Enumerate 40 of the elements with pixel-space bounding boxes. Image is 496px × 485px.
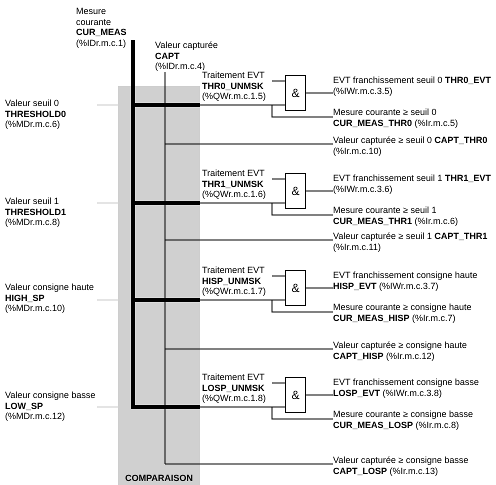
connector-line	[96, 202, 118, 204]
connector-line	[164, 72, 166, 86]
comparison-block	[118, 86, 200, 485]
connector-line	[96, 406, 118, 408]
output-label: Mesure courante ≥ seuil 0 CUR_MEAS_THR0 (%Ir.m.c.5)	[333, 107, 493, 128]
input-label: Valeur capturée CAPT (%IDr.m.c.4)	[155, 40, 225, 72]
connector-line	[200, 104, 334, 118]
output-label: EVT franchissement seuil 1 THR1_EVT (%IWr.m.c.3.6)	[333, 173, 493, 194]
output-label: EVT franchissement seuil 0 THR0_EVT (%IWr.m.c.3.5)	[333, 75, 493, 96]
connector-line	[272, 80, 286, 82]
output-label: Valeur capturée ≥ consigne basse CAPT_LOSP (%Ir.m.c.13)	[333, 455, 493, 476]
output-label: Valeur capturée ≥ seuil 0 CAPT_THR0 (%Ir.m.c.10)	[333, 135, 493, 156]
connector-line	[200, 202, 334, 216]
and-gate: &	[285, 270, 306, 306]
setpoint-label: Valeur consigne basse LOW_SP (%MDr.m.c.12)	[5, 390, 97, 422]
connector-line	[200, 300, 334, 312]
and-gate: &	[285, 173, 306, 209]
connector-line	[306, 190, 334, 192]
connector-line	[272, 178, 286, 180]
output-label: Valeur capturée ≥ seuil 1 CAPT_THR1 (%Ir.m.c.11)	[333, 231, 493, 252]
setpoint-label: Valeur seuil 0 THRESHOLD0 (%MDr.m.c.6)	[5, 98, 97, 130]
block-title: COMPARAISON	[124, 472, 194, 483]
connector-line	[131, 40, 135, 86]
and-gate: &	[285, 377, 306, 413]
input-label: Mesure courante CUR_MEAS (%IDr.m.c.1)	[76, 6, 142, 48]
output-label: Mesure courante ≥ consigne haute CUR_MEAS_HISP (%Ir.m.c.7)	[333, 302, 493, 323]
output-label: EVT franchissement consigne basse LOSP_EVT (%IWr.m.c.3.8)	[333, 377, 493, 398]
setpoint-label: Valeur seuil 1 THRESHOLD1 (%MDr.m.c.8)	[5, 196, 97, 228]
connector-line	[306, 394, 334, 396]
output-label: Mesure courante ≥ consigne basse CUR_MEAS_LOSP (%Ir.m.c.8)	[333, 409, 493, 430]
output-label: Mesure courante ≥ seuil 1 CUR_MEAS_THR1 (%Ir.m.c.6)	[333, 205, 493, 226]
output-label: EVT franchissement consigne haute HISP_EVT (%IWr.m.c.3.7)	[333, 270, 493, 291]
connector-line	[200, 406, 334, 420]
connector-line	[306, 92, 334, 94]
and-gate: &	[285, 75, 306, 111]
setpoint-label: Valeur consigne haute HIGH_SP (%MDr.m.c.10)	[5, 282, 97, 314]
output-label: Valeur capturée ≥ consigne haute CAPT_HISP (%Ir.m.c.12)	[333, 340, 493, 361]
connector-line	[200, 348, 334, 350]
connector-line	[272, 382, 286, 384]
connector-line	[96, 104, 118, 106]
